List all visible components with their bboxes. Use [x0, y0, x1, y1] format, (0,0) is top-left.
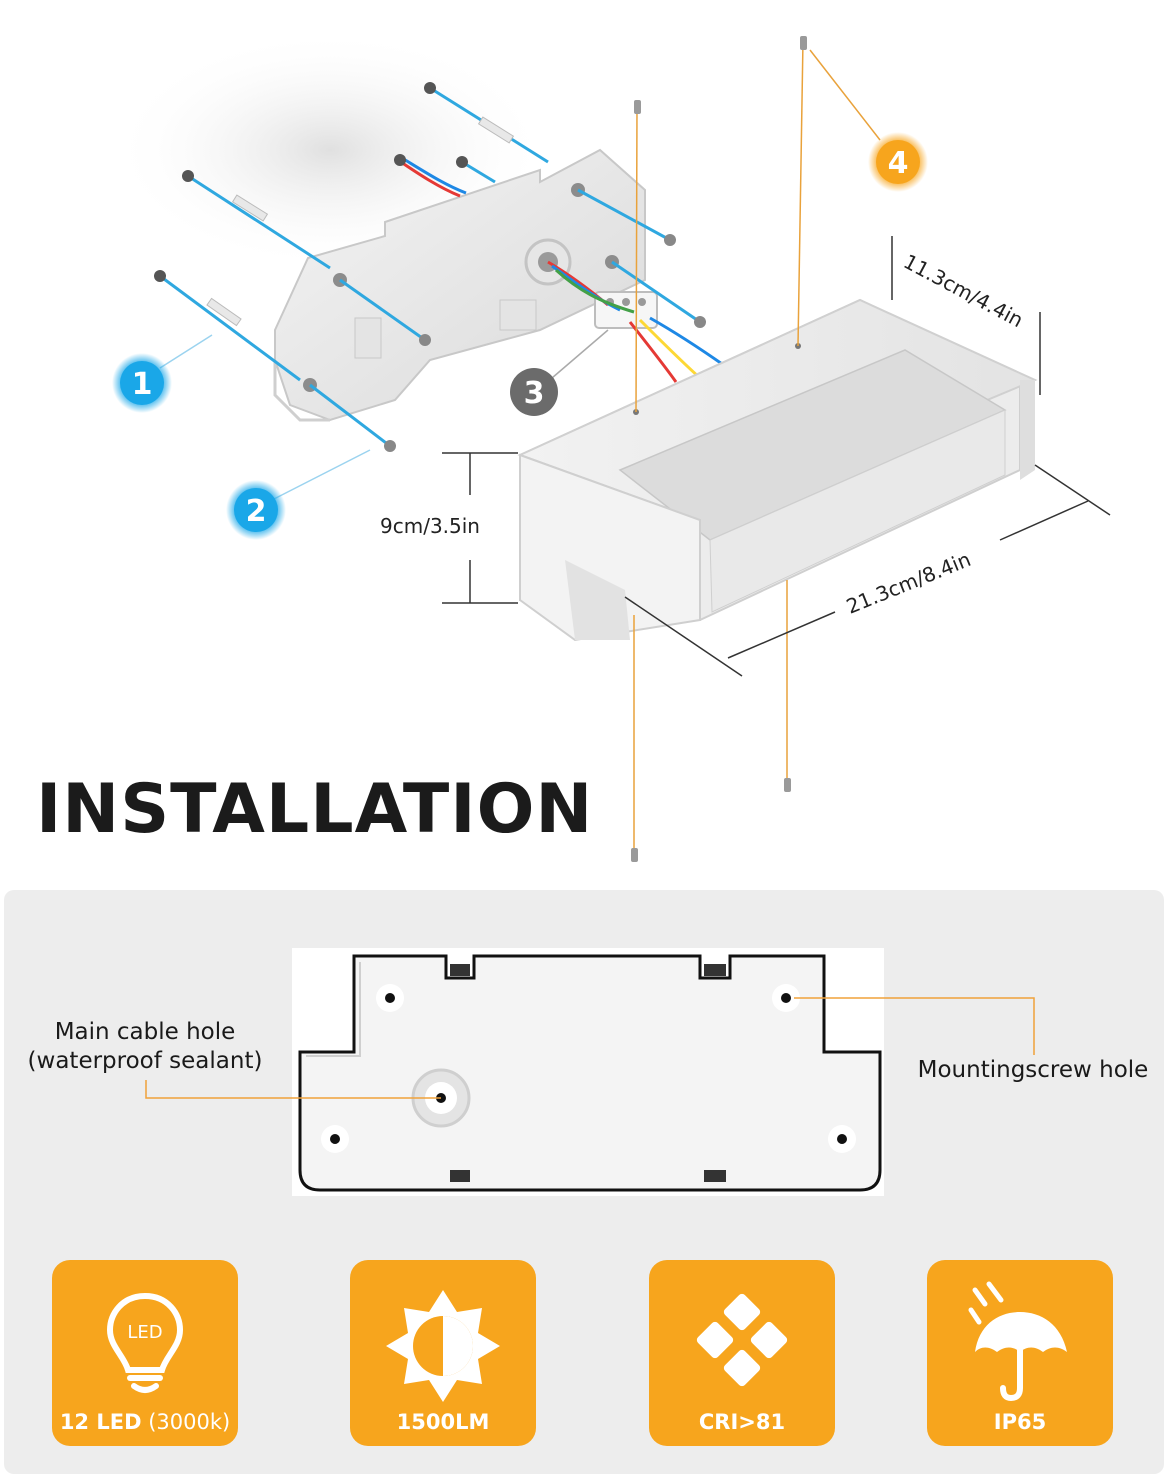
svg-text:LED: LED	[127, 1322, 162, 1343]
feature-cri-label: CRI>81	[698, 1410, 786, 1434]
dimension-depth: 11.3cm/4.4in	[900, 249, 1028, 332]
svg-text:3: 3	[524, 376, 545, 411]
svg-text:1: 1	[132, 367, 153, 402]
step-badge-3: 3	[510, 368, 558, 416]
callout-main-cable-hole: Main cable hole (waterproof sealant)	[14, 1018, 276, 1076]
guide-lines	[633, 39, 881, 855]
feature-led-label: 12 LED (3000k)	[59, 1410, 231, 1434]
callout-cable-line1: Main cable hole	[54, 1019, 236, 1045]
feature-ip: IP65	[927, 1260, 1113, 1446]
feature-led: LED 12 LED (3000k)	[52, 1260, 238, 1446]
screw-heads	[154, 82, 706, 452]
spec-panel: Main cable hole (waterproof sealant) Mou…	[4, 890, 1164, 1474]
step-badge-1: 1	[112, 353, 172, 413]
exploded-installation-diagram: 9cm/3.5in 11.3cm/4.4in 21.3cm/8.4in 1 2 …	[110, 30, 1111, 862]
dimension-lines	[442, 236, 1111, 677]
step-badge-2: 2	[226, 480, 286, 540]
page-title: INSTALLATION	[36, 770, 594, 849]
brightness-icon	[386, 1290, 500, 1402]
step-badge-4: 4	[868, 132, 928, 192]
step-leaders	[159, 329, 609, 501]
dimension-height: 9cm/3.5in	[380, 514, 480, 538]
feature-lumens: 1500LM	[350, 1260, 536, 1446]
led-bulb-icon: LED	[106, 1292, 184, 1393]
svg-text:2: 2	[246, 494, 267, 529]
cri-diamonds-icon	[696, 1293, 788, 1387]
callout-mounting-screw-hole: Mountingscrew hole	[917, 1057, 1149, 1083]
dimension-length: 21.3cm/8.4in	[843, 547, 974, 619]
light-housing	[517, 298, 1038, 642]
svg-text:4: 4	[888, 146, 909, 181]
feature-cri: CRI>81	[649, 1260, 835, 1446]
feature-lumens-label: 1500LM	[396, 1410, 490, 1434]
base-plate-view	[145, 948, 1035, 1196]
small-screws	[631, 36, 807, 862]
umbrella-rain-icon	[968, 1281, 1067, 1402]
callout-cable-line2: (waterproof sealant)	[27, 1048, 263, 1074]
wall-anchors	[206, 116, 515, 327]
feature-ip-label: IP65	[993, 1410, 1047, 1434]
